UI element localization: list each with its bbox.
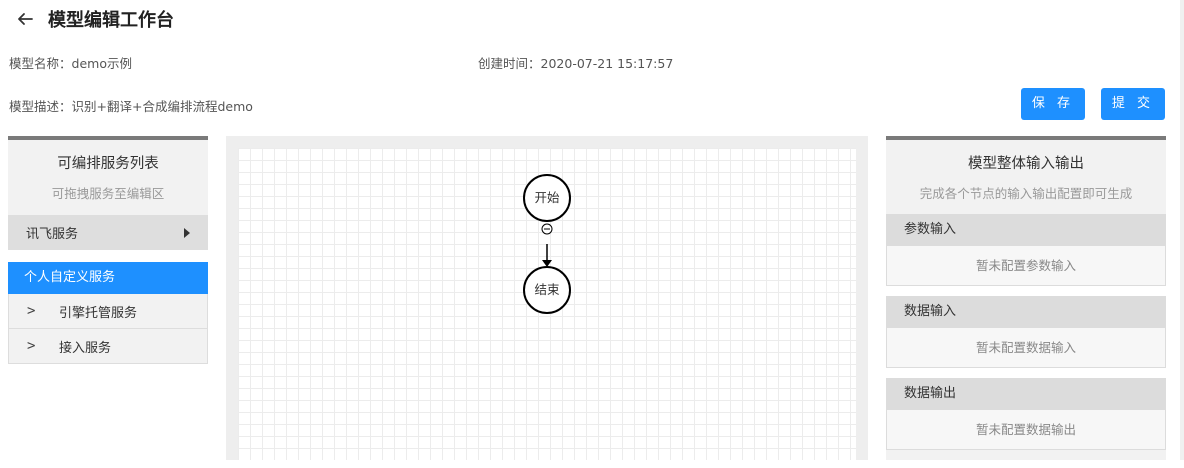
model-io-subtitle: 完成各个节点的输入输出配置即可生成	[919, 186, 1133, 201]
divider	[886, 368, 1166, 378]
sub-item-engine-hosting[interactable]: > 引擎托管服务	[8, 294, 208, 329]
model-io-title: 模型整体输入输出	[968, 156, 1084, 172]
xunfei-service-item[interactable]: 讯飞服务	[8, 215, 208, 250]
page-header: 模型编辑工作台	[16, 6, 174, 32]
vertical-scrollbar[interactable]	[1180, 0, 1184, 460]
created-time-value: 2020-07-21 15:17:57	[540, 56, 674, 71]
param-input-header: 参数输入	[886, 214, 1166, 246]
data-input-empty: 暂未配置数据输入	[886, 328, 1166, 368]
start-node[interactable]: 开始	[523, 174, 571, 222]
sub-item-label: 引擎托管服务	[59, 305, 138, 321]
model-io-panel: 模型整体输入输出 完成各个节点的输入输出配置即可生成 参数输入 暂未配置参数输入…	[886, 136, 1166, 460]
sub-item-access-service[interactable]: > 接入服务	[8, 329, 208, 364]
flow-edge-arrowhead	[542, 260, 552, 267]
submit-button[interactable]: 提 交	[1101, 88, 1165, 120]
created-time-label: 创建时间：	[478, 56, 541, 71]
save-button[interactable]: 保 存	[1021, 88, 1085, 120]
model-description-value: 识别+翻译+合成编排流程demo	[71, 99, 253, 114]
editor-canvas[interactable]: 开始 结束	[238, 148, 856, 460]
custom-service-group-header[interactable]: 个人自定义服务	[8, 262, 208, 294]
xunfei-service-label: 讯飞服务	[26, 227, 79, 242]
data-output-header: 数据输出	[886, 378, 1166, 410]
service-list-panel: 可编排服务列表 可拖拽服务至编辑区 讯飞服务 个人自定义服务 > 引擎托管服务 …	[8, 136, 208, 468]
model-description-label: 模型描述：	[9, 99, 72, 114]
model-name: 模型名称：demo示例	[9, 53, 132, 72]
data-input-header: 数据输入	[886, 296, 1166, 328]
panel-empty-area	[8, 364, 208, 468]
param-input-empty: 暂未配置参数输入	[886, 246, 1166, 286]
model-description: 模型描述：识别+翻译+合成编排流程demo	[9, 96, 253, 115]
service-list-subtitle: 可拖拽服务至编辑区	[51, 186, 165, 201]
model-name-label: 模型名称：	[9, 56, 72, 71]
sub-item-label: 接入服务	[59, 340, 112, 356]
data-output-section: 数据输出 暂未配置数据输出	[886, 378, 1166, 450]
param-input-section: 参数输入 暂未配置参数输入	[886, 214, 1166, 286]
flow-diagram	[541, 223, 553, 267]
page-title: 模型编辑工作台	[48, 10, 174, 31]
back-arrow-icon[interactable]	[16, 10, 34, 28]
chevron-right-icon: >	[27, 303, 36, 319]
divider	[886, 286, 1166, 296]
end-node[interactable]: 结束	[523, 266, 571, 314]
divider	[8, 250, 208, 262]
service-list-title: 可编排服务列表	[57, 156, 159, 172]
chevron-right-icon: >	[27, 338, 36, 354]
caret-right-icon	[184, 227, 190, 238]
data-output-empty: 暂未配置数据输出	[886, 410, 1166, 450]
created-time: 创建时间：2020-07-21 15:17:57	[478, 53, 673, 72]
data-input-section: 数据输入 暂未配置数据输入	[886, 296, 1166, 368]
editor-canvas-frame: 开始 结束	[226, 136, 868, 460]
model-name-value: demo示例	[71, 56, 132, 71]
